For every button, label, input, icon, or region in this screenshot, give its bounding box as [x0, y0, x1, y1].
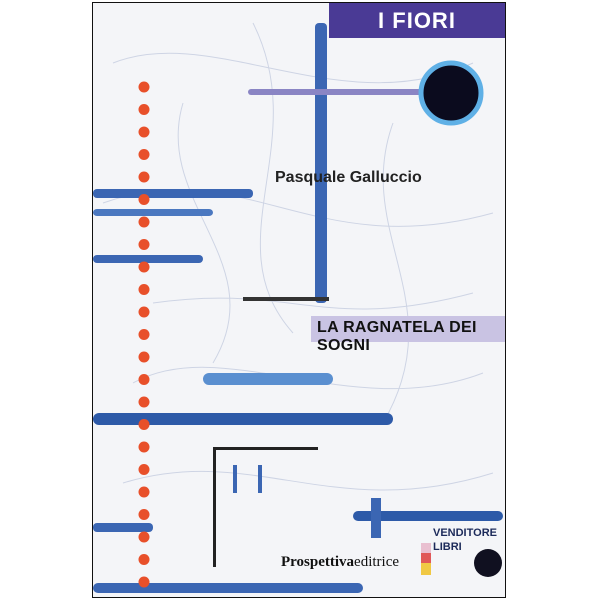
- red-dot: [138, 531, 150, 543]
- blue-strokes: [93, 23, 503, 593]
- red-dot: [138, 104, 150, 115]
- red-dot: [138, 261, 150, 273]
- red-dot: [138, 464, 150, 475]
- red-dot: [138, 194, 150, 205]
- seller-badge: VENDITORE LIBRI: [433, 526, 497, 554]
- red-dot: [138, 419, 150, 430]
- red-dot: [138, 554, 150, 565]
- red-dot: [138, 396, 150, 408]
- dark-circle: [418, 60, 484, 126]
- book-title: LA RAGNATELA DEI SOGNI: [317, 319, 477, 354]
- publisher-suffix: editrice: [354, 554, 400, 570]
- title-bar: [311, 316, 505, 342]
- red-dot: [138, 216, 150, 228]
- dark-circle-small: [474, 549, 502, 577]
- author-name: Pasquale Galluccio: [275, 169, 422, 186]
- publisher-main: Prospettiva: [281, 554, 355, 570]
- red-dot: [138, 284, 150, 295]
- red-dot: [138, 171, 150, 183]
- red-dot: [138, 329, 150, 340]
- badge-stripes: [421, 543, 431, 575]
- red-dot: [138, 306, 150, 318]
- red-dot: [138, 576, 150, 588]
- red-dot: [138, 441, 150, 453]
- red-dot: [138, 149, 150, 160]
- red-dot: [138, 239, 150, 250]
- publisher-name: Prospettivaeditrice: [281, 554, 399, 571]
- red-dot: [138, 126, 150, 138]
- red-dot: [138, 374, 150, 385]
- red-dot: [138, 81, 150, 93]
- red-dot: [138, 486, 150, 498]
- series-label: I FIORI: [329, 3, 505, 38]
- red-dot-column: [138, 81, 150, 588]
- red-dot: [138, 509, 150, 520]
- red-dot: [138, 351, 150, 363]
- cover-artwork: [93, 22, 503, 593]
- badge-line2: LIBRI: [433, 541, 462, 553]
- badge-line1: VENDITORE: [433, 527, 497, 539]
- book-cover: I FIORI Pasquale Galluccio LA RAGNATELA …: [92, 2, 506, 598]
